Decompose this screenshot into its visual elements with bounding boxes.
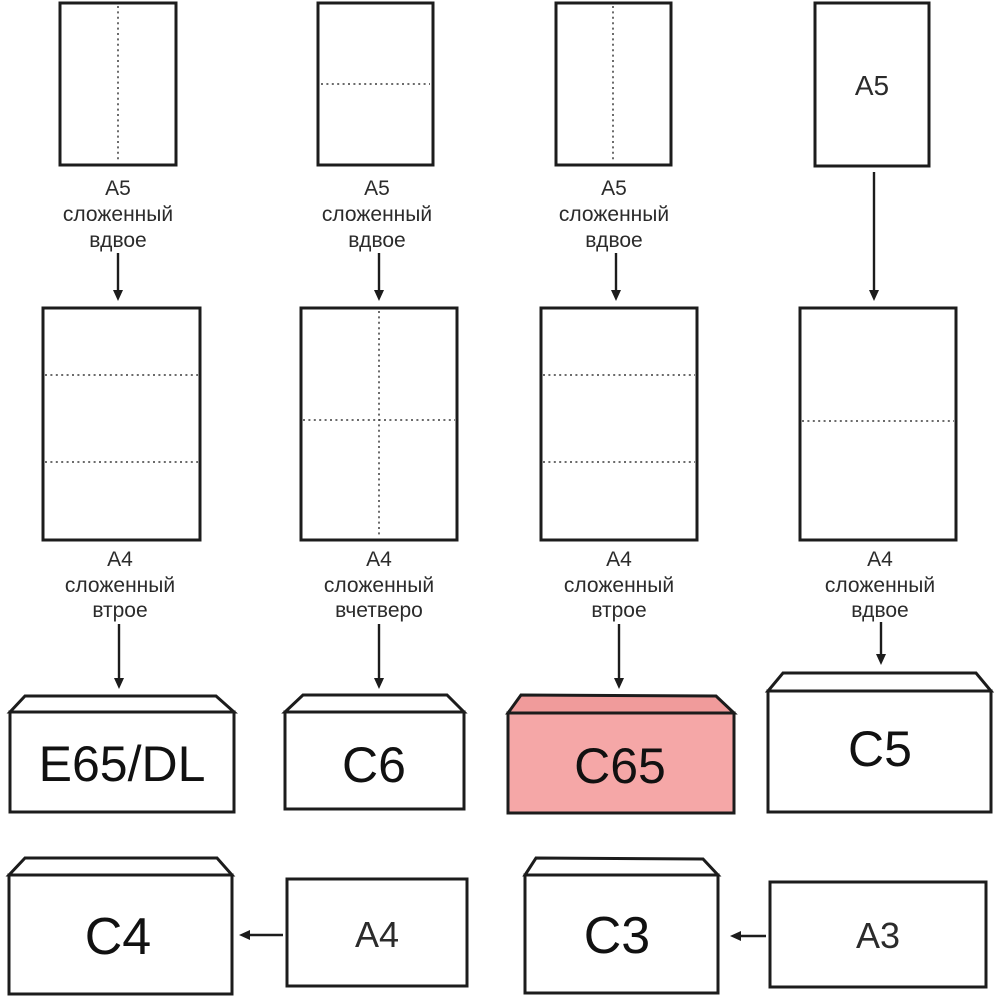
envelope-body (8, 710, 236, 814)
caption-line: A4 (867, 548, 893, 571)
sheet-outline (539, 306, 699, 542)
envelope-c3: C3 (522, 856, 722, 995)
envelope-flap (281, 693, 468, 714)
sheet-a4-fold-thirds-1 (41, 306, 202, 542)
caption-line: сложенный (322, 203, 432, 226)
sheet-a5-fold-half-1 (58, 1, 178, 167)
sheet-a5-fold-half-3 (554, 1, 673, 167)
envelope-flap (5, 856, 236, 877)
envelope-c5: C5 (764, 671, 995, 814)
sheet-a4-fold-quarters (299, 306, 459, 542)
sheet-outline (554, 1, 673, 167)
envelope-flap (764, 671, 995, 693)
sheet-a4-label: A4 (355, 914, 399, 955)
envelope-label: C3 (584, 907, 650, 965)
caption-line: A4 (366, 548, 392, 571)
envelope-label: E65/DL (39, 736, 206, 792)
envelope-e65dl: E65/DL (6, 694, 238, 814)
sheet-outline (813, 1, 931, 168)
caption-a5-fold-half-3: A5 сложенный вдвое (559, 177, 669, 252)
caption-line: вдвое (851, 599, 908, 622)
envelope-body (506, 711, 736, 815)
caption-line: A5 (601, 177, 627, 200)
sheet-outline (768, 880, 988, 989)
sheet-outline (285, 877, 469, 988)
sheet-outline (798, 306, 958, 542)
caption-line: вдвое (89, 229, 146, 252)
caption-a4-fold-thirds-1: A4 сложенный втрое (65, 548, 175, 622)
caption-line: сложенный (559, 203, 669, 226)
sheet-a4-fold-thirds-2 (539, 306, 699, 542)
envelope-label: C6 (342, 737, 406, 793)
envelope-c4: C4 (5, 856, 236, 996)
caption-line: A5 (105, 177, 131, 200)
sheet-a4-flat: A4 (285, 877, 469, 988)
caption-line: сложенный (324, 574, 434, 597)
envelope-body (7, 873, 234, 996)
caption-line: вчетверо (335, 599, 423, 622)
envelope-label: C4 (85, 908, 151, 966)
caption-line: втрое (591, 599, 646, 622)
caption-a4-fold-thirds-2: A4 сложенный втрое (564, 548, 674, 622)
caption-line: сложенный (825, 574, 935, 597)
envelope-flap (6, 694, 238, 714)
sheet-a5-plain: A5 (813, 1, 931, 168)
sheet-outline (58, 1, 178, 167)
envelope-c6: C6 (281, 693, 468, 811)
caption-line: вдвое (585, 229, 642, 252)
caption-line: A4 (606, 548, 632, 571)
sheet-a5-label: A5 (855, 70, 889, 101)
sheet-outline (299, 306, 459, 542)
sheet-a5-fold-half-2 (316, 1, 435, 167)
caption-line: сложенный (65, 574, 175, 597)
caption-line: A5 (364, 177, 390, 200)
caption-line: сложенный (564, 574, 674, 597)
sheet-a4-fold-half (798, 306, 958, 542)
caption-a5-fold-half-2: A5 сложенный вдвое (322, 177, 432, 252)
envelope-body (766, 689, 993, 814)
envelope-flap (522, 856, 722, 877)
caption-a4-fold-quarters: A4 сложенный вчетверо (324, 548, 434, 622)
caption-line: втрое (92, 599, 147, 622)
envelope-label: C5 (848, 721, 912, 777)
envelope-c65-highlighted: C65 (505, 693, 738, 815)
sheet-outline (41, 306, 202, 542)
caption-line: сложенный (63, 203, 173, 226)
envelope-label: C65 (574, 738, 666, 794)
caption-line: вдвое (348, 229, 405, 252)
caption-a4-fold-half: A4 сложенный вдвое (825, 548, 935, 622)
envelope-flap (505, 693, 738, 715)
sheet-a3-flat: A3 (768, 880, 988, 989)
envelope-body (283, 710, 466, 811)
sheet-a3-label: A3 (856, 915, 900, 956)
envelope-body (523, 873, 720, 995)
caption-a5-fold-half-1: A5 сложенный вдвое (63, 177, 173, 252)
caption-line: A4 (107, 548, 133, 571)
